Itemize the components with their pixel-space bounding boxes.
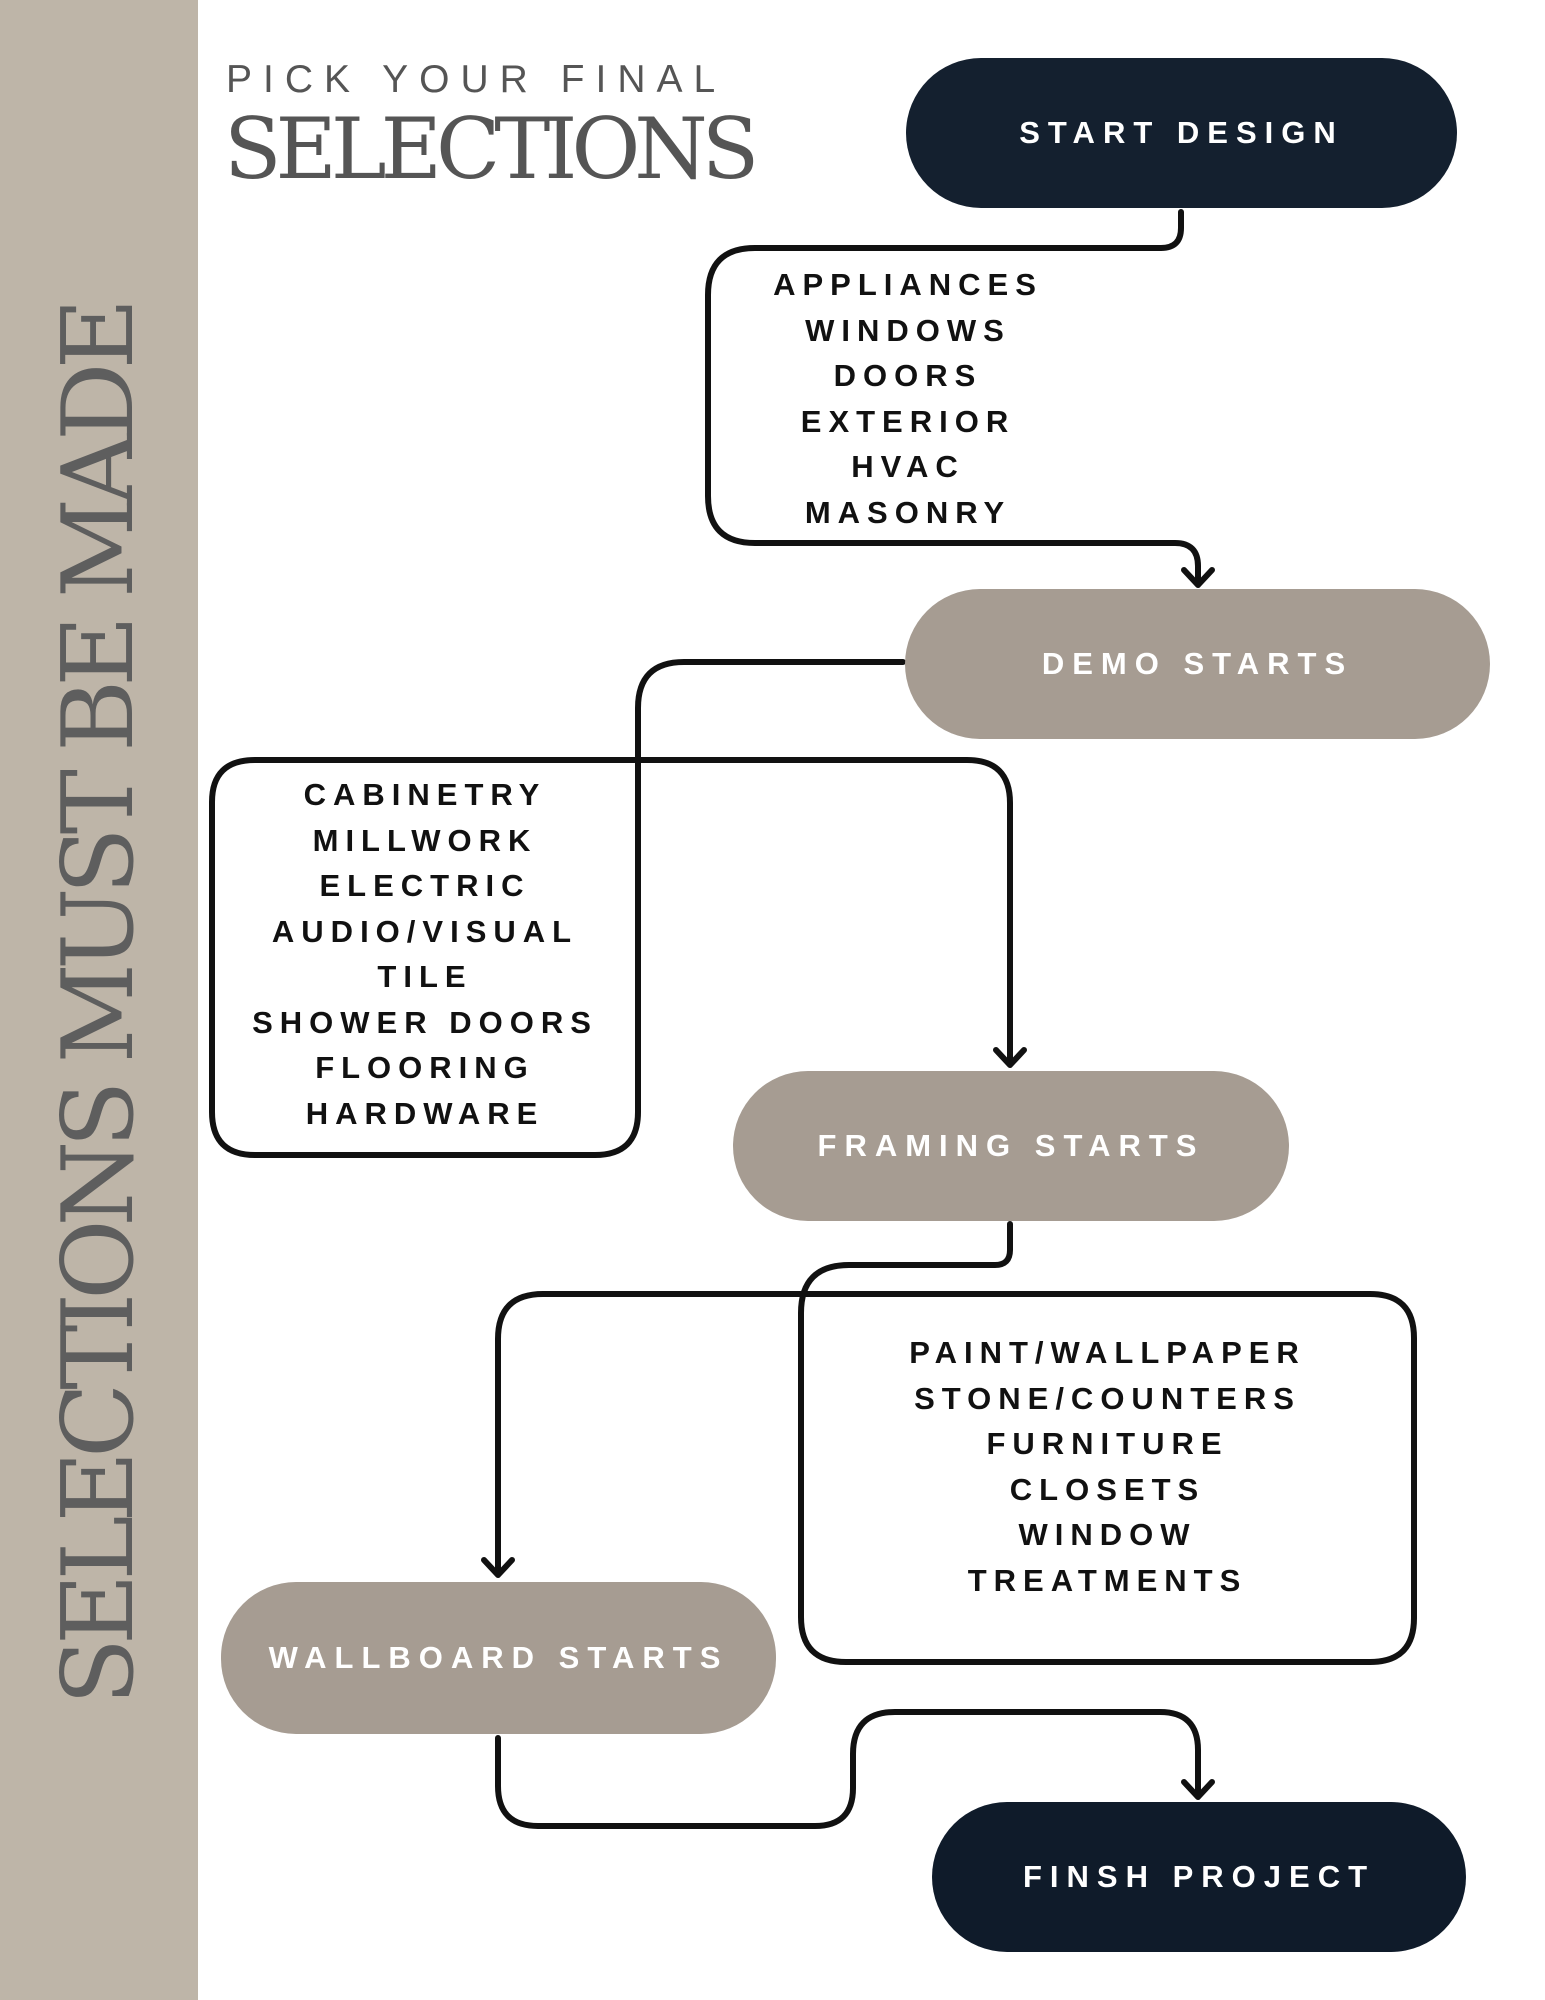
list-item: HVAC: [851, 449, 965, 484]
header-title: SELECTIONS: [224, 100, 759, 198]
arrowhead-wallboard: [481, 1557, 515, 1578]
list-before-demo: APPLIANCES WINDOWS DOORS EXTERIOR HVAC M…: [708, 262, 1108, 535]
list-item: EXTERIOR: [800, 403, 1016, 439]
list-item: MASONRY: [804, 494, 1012, 530]
step-demo-starts-label: DEMO STARTS: [1041, 646, 1354, 681]
step-framing-starts: FRAMING STARTS: [733, 1071, 1289, 1221]
arrowhead-demo: [1181, 567, 1215, 588]
list-item: AUDIO/VISUAL: [271, 913, 579, 949]
list-item: TILE: [377, 959, 473, 994]
list-item: PAINT/WALLPAPER: [909, 1335, 1306, 1370]
step-start-design-label: START DESIGN: [1019, 115, 1344, 150]
step-wallboard-starts: WALLBOARD STARTS: [221, 1582, 776, 1734]
list-before-wallboard: PAINT/WALLPAPER STONE/COUNTERS FURNITURE…: [801, 1330, 1414, 1603]
step-finish-project-label: FINSH PROJECT: [1022, 1859, 1376, 1894]
sidebar: SELECTIONS MUST BE MADE: [0, 0, 198, 2000]
list-item: DOORS: [833, 358, 983, 393]
list-item: WINDOWS: [805, 312, 1011, 348]
list-item: CABINETRY: [303, 777, 547, 812]
step-finish-project: FINSH PROJECT: [932, 1802, 1466, 1952]
step-demo-starts: DEMO STARTS: [905, 589, 1490, 739]
list-item: SHOWER DOORS: [252, 1004, 598, 1040]
list-before-framing: CABINETRY MILLWORK ELECTRIC AUDIO/VISUAL…: [212, 772, 638, 1136]
step-start-design: START DESIGN: [906, 58, 1457, 208]
list-item: STONE/COUNTERS: [914, 1380, 1301, 1416]
list-item: ELECTRIC: [319, 868, 531, 903]
connector-demo-framing: [209, 659, 1013, 1158]
list-item: CLOSETS: [1009, 1471, 1206, 1507]
connector-start-demo: [705, 209, 1201, 587]
step-framing-starts-label: FRAMING STARTS: [817, 1128, 1205, 1163]
arrowhead-finish: [1181, 1779, 1215, 1800]
list-item: WINDOW: [1018, 1517, 1197, 1552]
connector-framing-wallboard: [495, 1221, 1417, 1665]
step-wallboard-starts-label: WALLBOARD STARTS: [268, 1640, 729, 1675]
arrowhead-framing: [993, 1047, 1027, 1068]
list-item: MILLWORK: [312, 822, 538, 858]
list-item: FURNITURE: [986, 1426, 1229, 1461]
list-item: TREATMENTS: [967, 1562, 1248, 1598]
list-item: HARDWARE: [305, 1095, 545, 1131]
list-item: FLOORING: [315, 1050, 535, 1085]
header-kicker: PICK YOUR FINAL: [226, 58, 727, 101]
list-item: APPLIANCES: [773, 267, 1043, 302]
connector-wallboard-finish: [495, 1709, 1201, 1829]
